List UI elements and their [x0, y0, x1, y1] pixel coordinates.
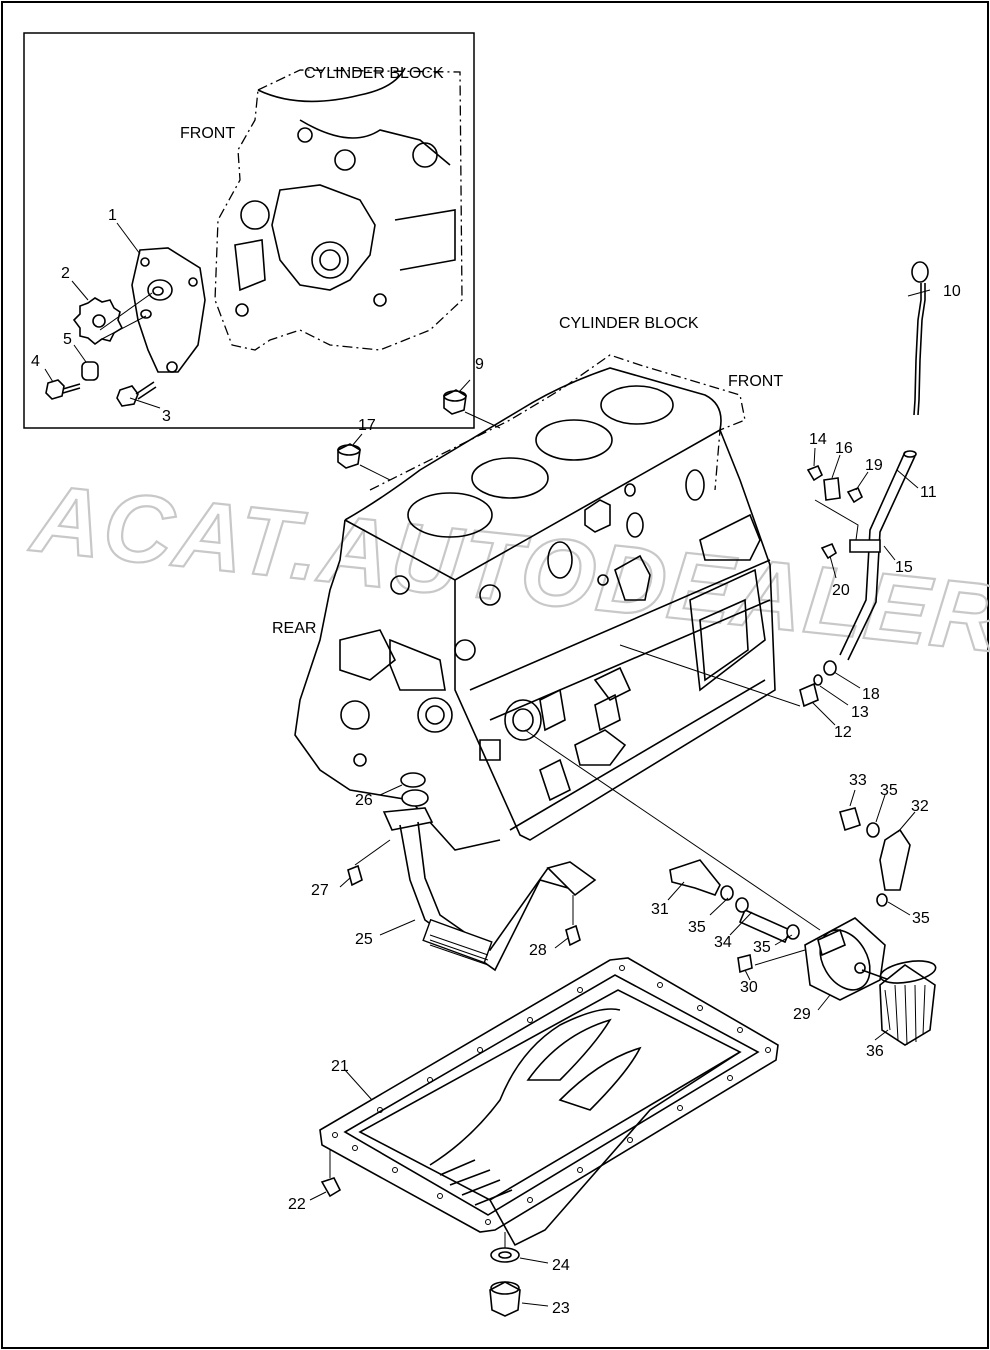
callout-15: 15: [895, 559, 913, 576]
callout-28: 28: [529, 942, 547, 959]
callout-18: 18: [862, 686, 880, 703]
main-cylinder-block-label: CYLINDER BLOCK: [559, 315, 699, 332]
callout-3: 3: [162, 408, 171, 425]
callout-24: 24: [552, 1257, 570, 1274]
callout-35-a: 35: [880, 782, 898, 799]
callout-22: 22: [288, 1196, 306, 1213]
callout-1: 1: [108, 207, 117, 224]
callout-9: 9: [475, 356, 484, 373]
callout-11: 11: [920, 484, 937, 501]
oil-filter: [879, 960, 937, 1046]
callout-17: 17: [358, 417, 376, 434]
callout-4: 4: [31, 353, 40, 370]
inset-cylinder-block-label: CYLINDER BLOCK: [304, 65, 444, 82]
callout-16: 16: [835, 440, 853, 457]
callout-27: 27: [311, 882, 329, 899]
callout-14: 14: [809, 431, 827, 448]
callout-26: 26: [355, 792, 373, 809]
callout-19: 19: [865, 457, 883, 474]
callout-34: 34: [714, 934, 732, 951]
callout-10: 10: [943, 283, 961, 300]
callout-2: 2: [61, 265, 70, 282]
cylinder-block: [294, 354, 776, 851]
callout-35-d: 35: [753, 939, 771, 956]
plug-9: [443, 389, 467, 415]
callout-35-c: 35: [688, 919, 706, 936]
pan-bolt-holes: [332, 965, 771, 1225]
callout-29: 29: [793, 1006, 811, 1023]
callout-36: 36: [866, 1043, 884, 1060]
callout-20: 20: [832, 582, 850, 599]
inset-box: [23, 32, 475, 429]
callout-21: 21: [331, 1058, 349, 1075]
inset-front-label: FRONT: [180, 125, 235, 142]
callout-5: 5: [63, 331, 72, 348]
callout-23: 23: [552, 1300, 570, 1317]
main-front-label: FRONT: [728, 373, 783, 390]
dipstick-guide-tube: [823, 450, 917, 661]
callout-12: 12: [834, 724, 852, 741]
dipstick: [911, 261, 929, 416]
callout-13: 13: [851, 704, 869, 721]
main-rear-label: REAR: [272, 620, 316, 637]
callout-33: 33: [849, 772, 867, 789]
callout-35-b: 35: [912, 910, 930, 927]
oil-pan: [319, 957, 779, 1247]
callout-31: 31: [651, 901, 669, 918]
oil-strainer-pipe: [382, 772, 597, 972]
callout-30: 30: [740, 979, 758, 996]
callout-32: 32: [911, 798, 929, 815]
plug-17: [337, 443, 361, 469]
callout-25: 25: [355, 931, 373, 948]
